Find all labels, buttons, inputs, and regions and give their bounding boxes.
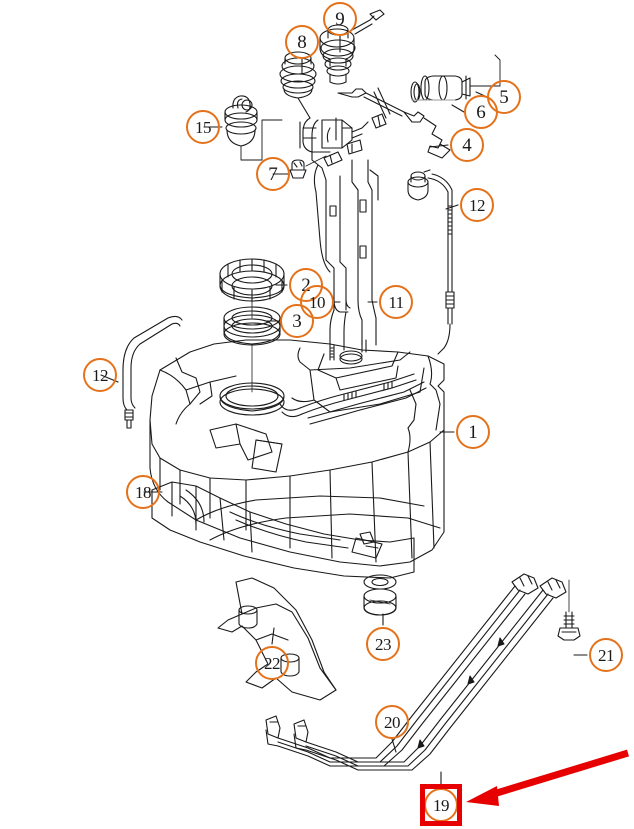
part-10-11-fuel-lines bbox=[329, 281, 377, 361]
callout-label: 23 bbox=[375, 634, 392, 654]
part-19-retaining-strap bbox=[265, 573, 539, 767]
callout-23[interactable]: 23 bbox=[366, 627, 400, 661]
callout-8[interactable]: 8 bbox=[285, 25, 319, 59]
callout-label: 1 bbox=[468, 421, 478, 443]
callout-label: 6 bbox=[476, 101, 486, 123]
callout-label: 18 bbox=[135, 482, 152, 502]
callout-10[interactable]: 10 bbox=[300, 285, 334, 319]
highlight-box-part-19[interactable] bbox=[420, 784, 462, 826]
callout-12-right[interactable]: 12 bbox=[460, 188, 494, 222]
callout-1[interactable]: 1 bbox=[456, 415, 490, 449]
part-1-fuel-tank bbox=[149, 339, 445, 590]
callout-label: 7 bbox=[268, 163, 278, 185]
callout-label: 22 bbox=[264, 653, 281, 673]
callout-leader-lines bbox=[100, 35, 588, 787]
callout-20[interactable]: 20 bbox=[375, 705, 409, 739]
part-18-heat-shield bbox=[151, 481, 415, 579]
callout-label: 20 bbox=[384, 712, 401, 732]
part-5-pipe-connector bbox=[410, 54, 501, 103]
callout-label: 9 bbox=[335, 8, 345, 30]
callout-9[interactable]: 9 bbox=[323, 2, 357, 36]
callout-label: 10 bbox=[309, 292, 326, 312]
part-21-hex-bolt bbox=[557, 579, 581, 641]
callout-4[interactable]: 4 bbox=[450, 128, 484, 162]
part-15-gravity-valve bbox=[224, 95, 283, 161]
callout-label: 12 bbox=[92, 365, 109, 385]
part-2-locking-ring bbox=[219, 258, 285, 319]
callout-15[interactable]: 15 bbox=[186, 110, 220, 144]
callout-18[interactable]: 18 bbox=[126, 475, 160, 509]
callout-label: 19 bbox=[433, 795, 450, 815]
part-22-mounting-bracket bbox=[217, 577, 337, 701]
callout-21[interactable]: 21 bbox=[589, 638, 623, 672]
callout-label: 2 bbox=[301, 274, 311, 296]
part-12-vent-hose-right bbox=[407, 169, 455, 355]
callout-label: 8 bbox=[297, 31, 307, 53]
callout-3[interactable]: 3 bbox=[280, 304, 314, 338]
part-6-o-ring bbox=[410, 81, 420, 103]
callout-label: 3 bbox=[292, 310, 302, 332]
part-23-rubber-buffer bbox=[363, 588, 397, 616]
filler-neck-assembly bbox=[299, 113, 387, 313]
part-7-retaining-clip bbox=[289, 155, 327, 179]
part-12-vent-hose-left bbox=[122, 315, 183, 429]
callout-label: 15 bbox=[195, 117, 212, 137]
part-20-retaining-strap bbox=[293, 577, 567, 771]
callout-label: 12 bbox=[469, 195, 486, 215]
callout-label: 21 bbox=[598, 645, 615, 665]
part-4-connector-cable bbox=[337, 87, 451, 159]
callout-12-left[interactable]: 12 bbox=[83, 358, 117, 392]
callout-11[interactable]: 11 bbox=[379, 285, 413, 319]
callout-label: 5 bbox=[499, 86, 509, 108]
callout-22[interactable]: 22 bbox=[255, 646, 289, 680]
callout-label: 11 bbox=[388, 292, 404, 312]
part-3-seal-ring bbox=[223, 306, 281, 393]
callout-6[interactable]: 6 bbox=[464, 95, 498, 129]
callout-7[interactable]: 7 bbox=[256, 157, 290, 191]
callout-label: 4 bbox=[462, 134, 472, 156]
part-8-valve-assembly bbox=[279, 51, 317, 119]
